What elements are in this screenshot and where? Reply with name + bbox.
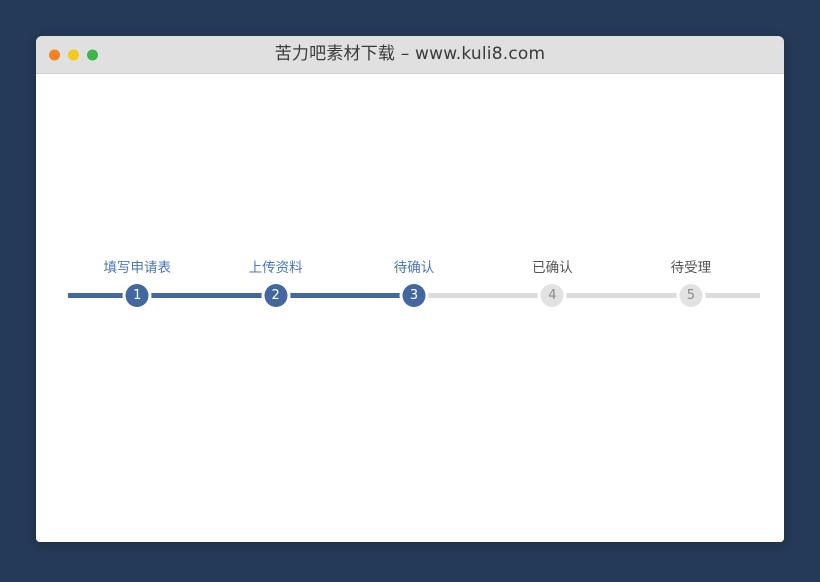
stepper-step-label: 上传资料 (248, 260, 303, 276)
stepper-step-number: 4 (540, 284, 564, 307)
stepper-step-label: 填写申请表 (103, 260, 171, 276)
stepper-step-1[interactable]: 填写申请表 1 (68, 260, 206, 322)
stepper-step-label: 待受理 (670, 260, 712, 276)
stepper-step-label: 已确认 (532, 260, 573, 276)
stepper-step-2[interactable]: 上传资料 2 (206, 260, 344, 322)
stepper-track-fill (68, 293, 414, 298)
window-title: 苦力吧素材下载 – www.kuli8.com (274, 44, 546, 64)
stepper-step-label: 待确认 (393, 260, 435, 276)
close-button[interactable] (49, 49, 60, 60)
stepper-step-number: 1 (125, 284, 149, 307)
traffic-light-group (49, 49, 98, 60)
stepper-step-number: 5 (679, 284, 703, 307)
window-body: 填写申请表 1 上传资料 2 待确认 3 已确认 4 待受理 5 (36, 74, 784, 542)
zoom-button[interactable] (87, 49, 98, 60)
stepper-step-3[interactable]: 待确认 3 (345, 260, 483, 322)
stepper-steps: 填写申请表 1 上传资料 2 待确认 3 已确认 4 待受理 5 (68, 260, 760, 322)
stepper-step-number: 3 (402, 284, 426, 307)
stepper-step-5[interactable]: 待受理 5 (622, 260, 760, 322)
minimize-button[interactable] (68, 49, 79, 60)
stepper-step-number: 2 (264, 284, 288, 307)
progress-stepper: 填写申请表 1 上传资料 2 待确认 3 已确认 4 待受理 5 (68, 260, 760, 322)
window-titlebar: 苦力吧素材下载 – www.kuli8.com (36, 36, 784, 74)
browser-window: 苦力吧素材下载 – www.kuli8.com 填写申请表 1 上传资料 2 待确认 3 已… (36, 36, 784, 542)
stepper-step-4[interactable]: 已确认 4 (483, 260, 621, 322)
